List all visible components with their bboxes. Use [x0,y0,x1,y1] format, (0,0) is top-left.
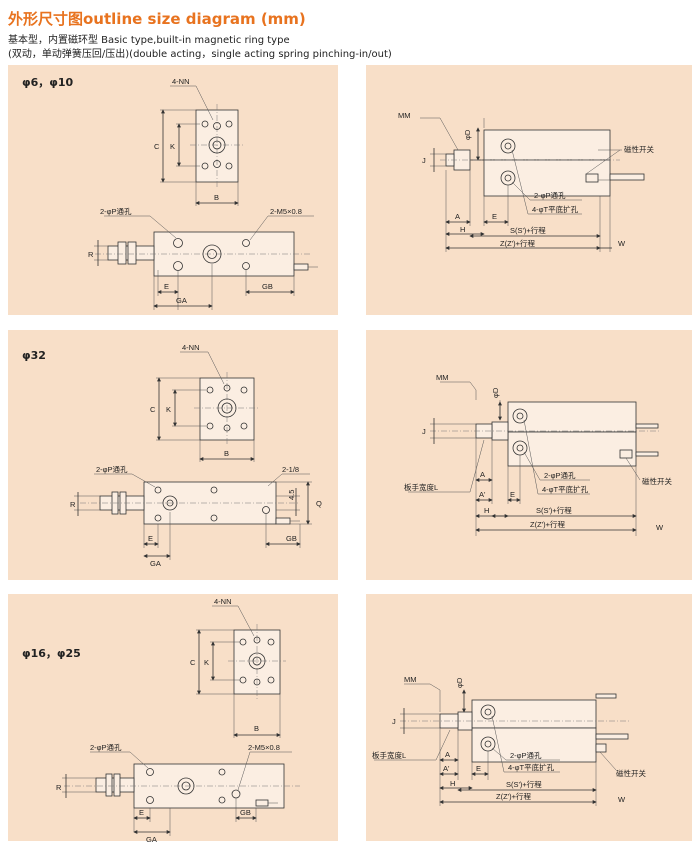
p3-label-b: B [254,724,259,733]
p2-label-k: K [166,405,171,414]
p1-label-c: C [154,142,160,151]
p3-label-s: S(S')+行程 [506,779,542,789]
label-phi16-phi25: φ16，φ25 [22,647,81,660]
panel-phi32-front [8,330,338,580]
p2-label-ga: GA [150,559,161,568]
p2-label-switch: 磁性开关 [642,476,672,486]
p1-label-h: H [460,225,465,234]
p3-label-a2: A' [443,764,450,773]
p1-label-ga: GA [176,296,187,305]
p3-label-r: R [56,783,62,792]
p3-side-view [374,683,630,806]
p1-label-b: B [214,193,219,202]
p3-label-a: A [445,750,450,759]
p3-label-nn: 4-NN [214,597,232,606]
p2-label-q: Q [316,499,322,508]
p1-label-j: J [422,156,426,165]
p3-label-m5: 2-M5×0.8 [248,743,280,752]
subtitle-line-1: 基本型，内置磁环型 Basic type,built-in magnetic r… [8,35,290,46]
p1-label-k: K [170,142,175,151]
p2-label-g18: 2-1/8 [282,465,299,474]
p3-label-p-hole: 2-φP通孔 [90,742,122,752]
p1-top-view [160,85,244,206]
p2-label-a: A [480,470,485,479]
p1-label-nn: 4-NN [172,77,190,86]
p2-label-p-hole: 2-φP通孔 [96,464,128,474]
p1-label-a: A [455,212,460,221]
subtitle-line-2: (双动，单动弹簧压回/压出)(double acting，single acti… [8,49,392,60]
p1-label-r: R [88,250,94,259]
p3-label-e2: E [476,764,481,773]
p2-label-b: B [224,449,229,458]
p1-label-gb: GB [262,282,273,291]
p1-label-e2: E [492,212,497,221]
p2-label-w: W [656,523,664,532]
p2-label-v45: 4.5 [287,490,296,500]
p2-top-view [156,351,260,462]
p3-label-j: J [392,717,396,726]
p3-label-z: Z(Z')+行程 [496,791,531,801]
p3-label-h: H [450,779,455,788]
p2-label-mm: MM [436,373,449,382]
label-phi6-phi10: φ6，φ10 [22,76,74,89]
p2-label-r: R [70,500,76,509]
p2-side-view [408,381,660,536]
p3-label-wrench: 板手宽度L [372,750,406,760]
p2-label-e2: E [510,490,515,499]
p1-label-m5: 2-M5×0.8 [270,207,302,216]
p2-label-z: Z(Z')+行程 [530,519,565,529]
p1-front-view [94,215,318,310]
p2-label-d: φD [491,387,500,398]
p1-label-switch: 磁性开关 [624,144,654,154]
p2-label-p-hole2: 2-φP通孔 [544,470,576,480]
p1-label-s: S(S')+行程 [510,225,546,235]
p3-label-mm: MM [404,675,417,684]
page-title: 外形尺寸图outline size diagram (mm) [8,10,306,28]
p1-side-view [420,117,645,252]
p1-label-p-hole: 2-φP通孔 [100,206,132,216]
p2-label-a2: A' [479,490,486,499]
p3-label-gb: GB [240,808,251,817]
p2-label-t-hole: 4-φT平底扩孔 [542,484,589,494]
p3-top-view [196,605,286,738]
p2-label-gb: GB [286,534,297,543]
p1-label-p-hole2: 2-φP通孔 [534,190,566,200]
p3-front-view [62,751,300,836]
label-phi32: φ32 [22,349,46,362]
p1-label-d: φD [463,129,472,140]
p3-label-switch: 磁性开关 [616,768,646,778]
p3-label-d: φD [455,677,464,688]
p3-label-c: C [190,658,196,667]
p1-label-t-hole: 4-φT平底扩孔 [532,204,579,214]
p2-label-e: E [148,534,153,543]
p1-label-mm: MM [398,111,411,120]
p2-label-nn: 4-NN [182,343,200,352]
p3-label-e: E [139,808,144,817]
p3-label-t-hole: 4-φT平底扩孔 [508,762,555,772]
p3-label-p-hole2: 2-φP通孔 [510,750,542,760]
p2-label-wrench: 板手宽度L [404,482,438,492]
p2-label-c: C [150,405,156,414]
p2-label-h: H [484,506,489,515]
p3-label-k: K [204,658,209,667]
p3-label-w: W [618,795,626,804]
p1-label-e: E [164,282,169,291]
p1-label-z: Z(Z')+行程 [500,238,535,248]
p2-label-j: J [422,427,426,436]
p2-front-view [74,473,312,560]
p3-label-ga: GA [146,835,157,844]
p1-label-w: W [618,239,626,248]
p2-label-s: S(S')+行程 [536,505,572,515]
